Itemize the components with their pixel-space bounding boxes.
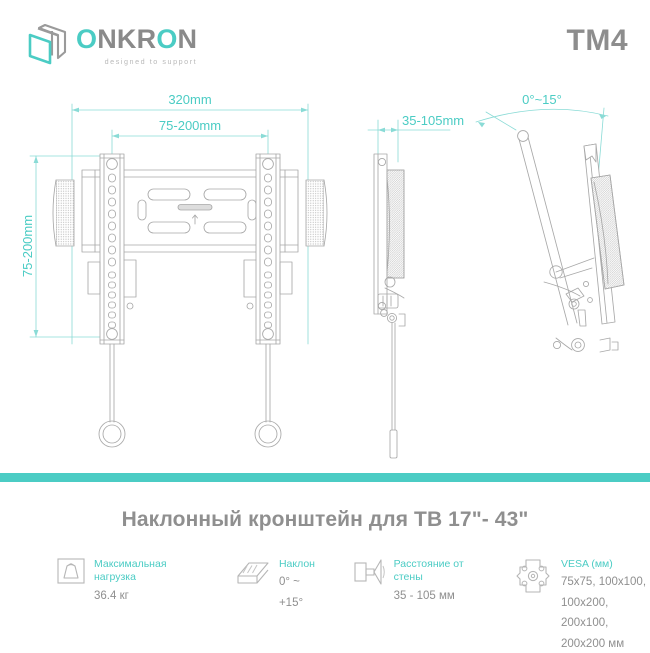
dim-side-depth: 35-105mm <box>402 113 464 128</box>
spec-wall-distance: Расстояние от стены 35 - 105 мм <box>352 556 487 605</box>
spec-max-load-label: Максимальная нагрузка <box>94 558 167 584</box>
wall-distance-icon <box>352 556 386 588</box>
technical-drawings: 320mm 75-200mm 75-200mm <box>0 82 650 468</box>
dim-tilt-angle: 0°~15° <box>522 92 562 107</box>
dim-front-inner-width: 75-200mm <box>159 118 221 133</box>
dim-front-height: 75-200mm <box>20 215 35 277</box>
spec-tilt: Наклон 0° ~ +15° <box>235 556 322 612</box>
spec-max-load-text: Максимальная нагрузка 36.4 кг <box>94 556 202 605</box>
spec-vesa-value: 75x75, 100x100, 100x200, 200x100, 200x20… <box>560 576 647 650</box>
spec-vesa: VESA (мм) 75x75, 100x100, 100x200, 200x1… <box>513 556 650 653</box>
spec-tilt-label: Наклон <box>278 558 315 570</box>
dim-front-width: 320mm <box>168 92 211 107</box>
spec-vesa-label: VESA (мм) <box>560 558 613 570</box>
spec-vesa-text: VESA (мм) 75x75, 100x100, 100x200, 200x1… <box>561 556 650 653</box>
page-header: ONKRON designed to support TM4 <box>0 0 650 82</box>
model-number: TM4 <box>566 24 628 57</box>
section-divider <box>0 473 650 482</box>
vesa-plate-icon <box>513 556 553 596</box>
brand-wordmark: ONKRON <box>76 24 198 54</box>
brand-logo: ONKRON designed to support <box>25 22 197 66</box>
brand-text: ONKRON designed to support <box>76 22 198 67</box>
cube-logo-icon <box>25 22 69 66</box>
specifications-row: Максимальная нагрузка 36.4 кг Наклон 0° … <box>0 556 650 650</box>
spec-tilt-text: Наклон 0° ~ +15° <box>279 556 322 612</box>
brand-tagline: designed to support <box>104 57 198 66</box>
page-title: Наклонный кронштейн для ТВ 17"- 43" <box>121 508 529 531</box>
weight-load-icon <box>56 556 86 586</box>
spec-wall-distance-value: 35 - 105 мм <box>393 589 455 602</box>
spec-wall-distance-text: Расстояние от стены 35 - 105 мм <box>394 556 487 605</box>
spec-wall-distance-label: Расстояние от стены <box>393 558 464 584</box>
spec-max-load-value: 36.4 кг <box>94 589 129 602</box>
tilt-angle-icon <box>235 556 271 588</box>
spec-max-load: Максимальная нагрузка 36.4 кг <box>56 556 202 605</box>
spec-tilt-value: 0° ~ +15° <box>278 576 304 609</box>
